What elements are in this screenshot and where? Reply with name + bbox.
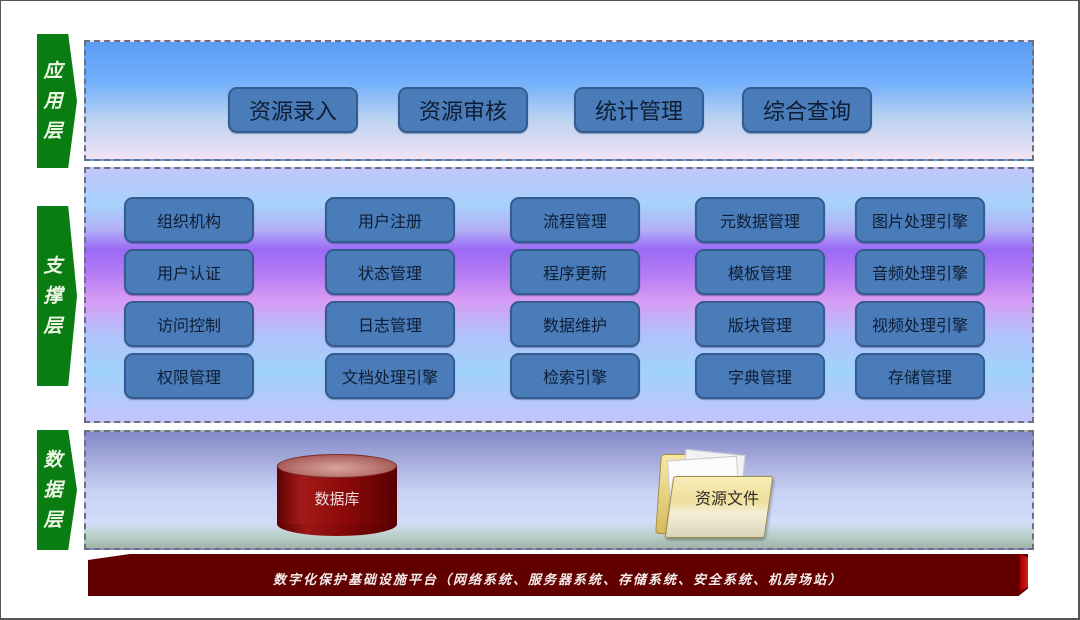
tag-char: 撑	[43, 285, 63, 307]
module-search-engine: 检索引擎	[510, 353, 640, 399]
application-layer-panel: 资源录入 资源审核 统计管理 综合查询	[84, 40, 1034, 161]
module-access-control: 访问控制	[124, 301, 254, 347]
database-cylinder-icon: 数据库	[277, 454, 397, 536]
module-program-update: 程序更新	[510, 249, 640, 295]
infrastructure-label: 数字化保护基础设施平台（网络系统、服务器系统、存储系统、安全系统、机房场站）	[272, 572, 843, 588]
module-image-engine: 图片处理引擎	[855, 197, 985, 243]
application-layer-tag: 应 用 层	[37, 34, 77, 168]
module-resource-review: 资源审核	[398, 87, 528, 133]
module-audio-engine: 音频处理引擎	[855, 249, 985, 295]
module-section-management: 版块管理	[695, 301, 825, 347]
tag-char: 支	[43, 255, 63, 277]
module-dictionary-management: 字典管理	[695, 353, 825, 399]
tag-char: 用	[43, 90, 63, 112]
resource-folder-icon: 资源文件	[655, 449, 775, 540]
resource-files-label: 资源文件	[694, 489, 759, 508]
module-workflow-management: 流程管理	[510, 197, 640, 243]
module-resource-entry: 资源录入	[228, 87, 358, 133]
module-user-auth: 用户认证	[124, 249, 254, 295]
module-status-management: 状态管理	[325, 249, 455, 295]
module-user-registration: 用户注册	[325, 197, 455, 243]
tag-char: 层	[43, 120, 63, 142]
tag-char: 层	[43, 315, 63, 337]
module-data-maintenance: 数据维护	[510, 301, 640, 347]
data-layer-panel	[84, 430, 1034, 550]
module-permission-management: 权限管理	[124, 353, 254, 399]
tag-char: 数	[43, 449, 63, 471]
module-template-management: 模板管理	[695, 249, 825, 295]
module-organization: 组织机构	[124, 197, 254, 243]
tag-char: 应	[43, 60, 63, 82]
module-storage-management: 存储管理	[855, 353, 985, 399]
module-comprehensive-query: 综合查询	[742, 87, 872, 133]
module-statistics-management: 统计管理	[574, 87, 704, 133]
support-layer-tag: 支 撑 层	[37, 206, 77, 386]
database-label: 数据库	[314, 490, 360, 508]
tag-char: 层	[43, 509, 63, 531]
support-layer-panel: 组织机构 用户认证 访问控制 权限管理 用户注册 状态管理 日志管理 文档处理引…	[84, 167, 1034, 423]
module-metadata-management: 元数据管理	[695, 197, 825, 243]
module-log-management: 日志管理	[325, 301, 455, 347]
infrastructure-bar-edge	[1020, 554, 1028, 592]
tag-char: 据	[43, 479, 63, 501]
module-document-engine: 文档处理引擎	[325, 353, 455, 399]
data-layer-tag: 数 据 层	[37, 430, 77, 550]
module-video-engine: 视频处理引擎	[855, 301, 985, 347]
infrastructure-platform-bar: 数字化保护基础设施平台（网络系统、服务器系统、存储系统、安全系统、机房场站）	[88, 554, 1028, 596]
